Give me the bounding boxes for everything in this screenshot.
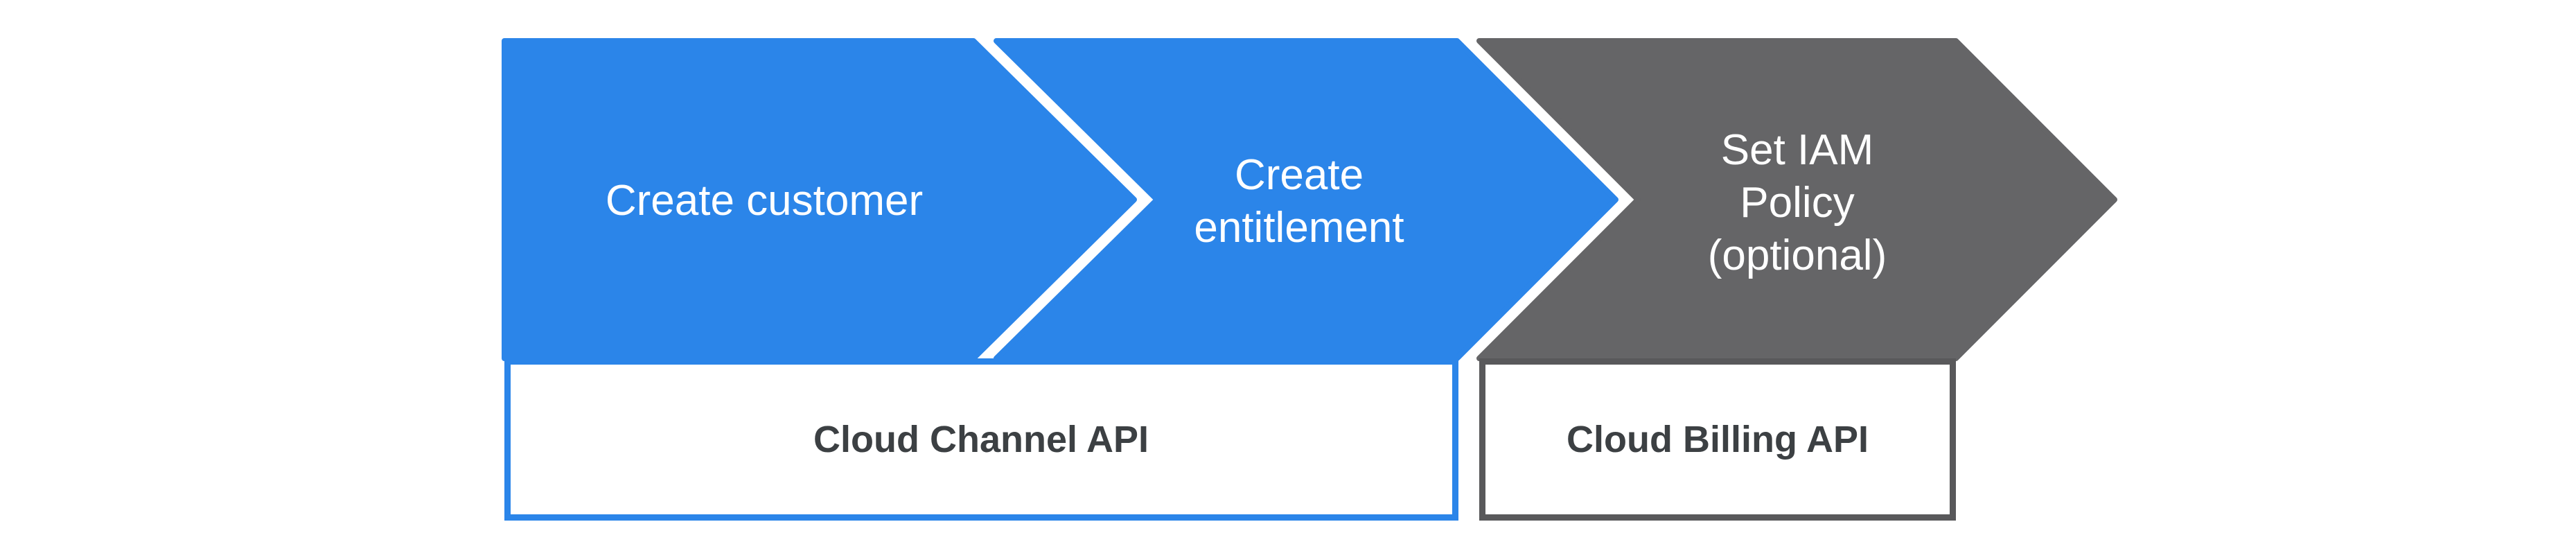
box-cloud-channel-api <box>504 358 1458 521</box>
arrow-create-customer-label: Create customer <box>605 177 924 225</box>
arrow-create-customer <box>502 38 1137 361</box>
box-cloud-billing-api-label: Cloud Billing API <box>1567 419 1869 460</box>
box-cloud-billing-api <box>1479 358 1956 521</box>
arrow-create-entitlement-label: Create entitlement <box>1194 151 1404 252</box>
box-cloud-channel-api-label: Cloud Channel API <box>813 419 1149 460</box>
arrow-set-iam-policy-label: Set IAM Policy (optional) <box>1707 126 1887 279</box>
